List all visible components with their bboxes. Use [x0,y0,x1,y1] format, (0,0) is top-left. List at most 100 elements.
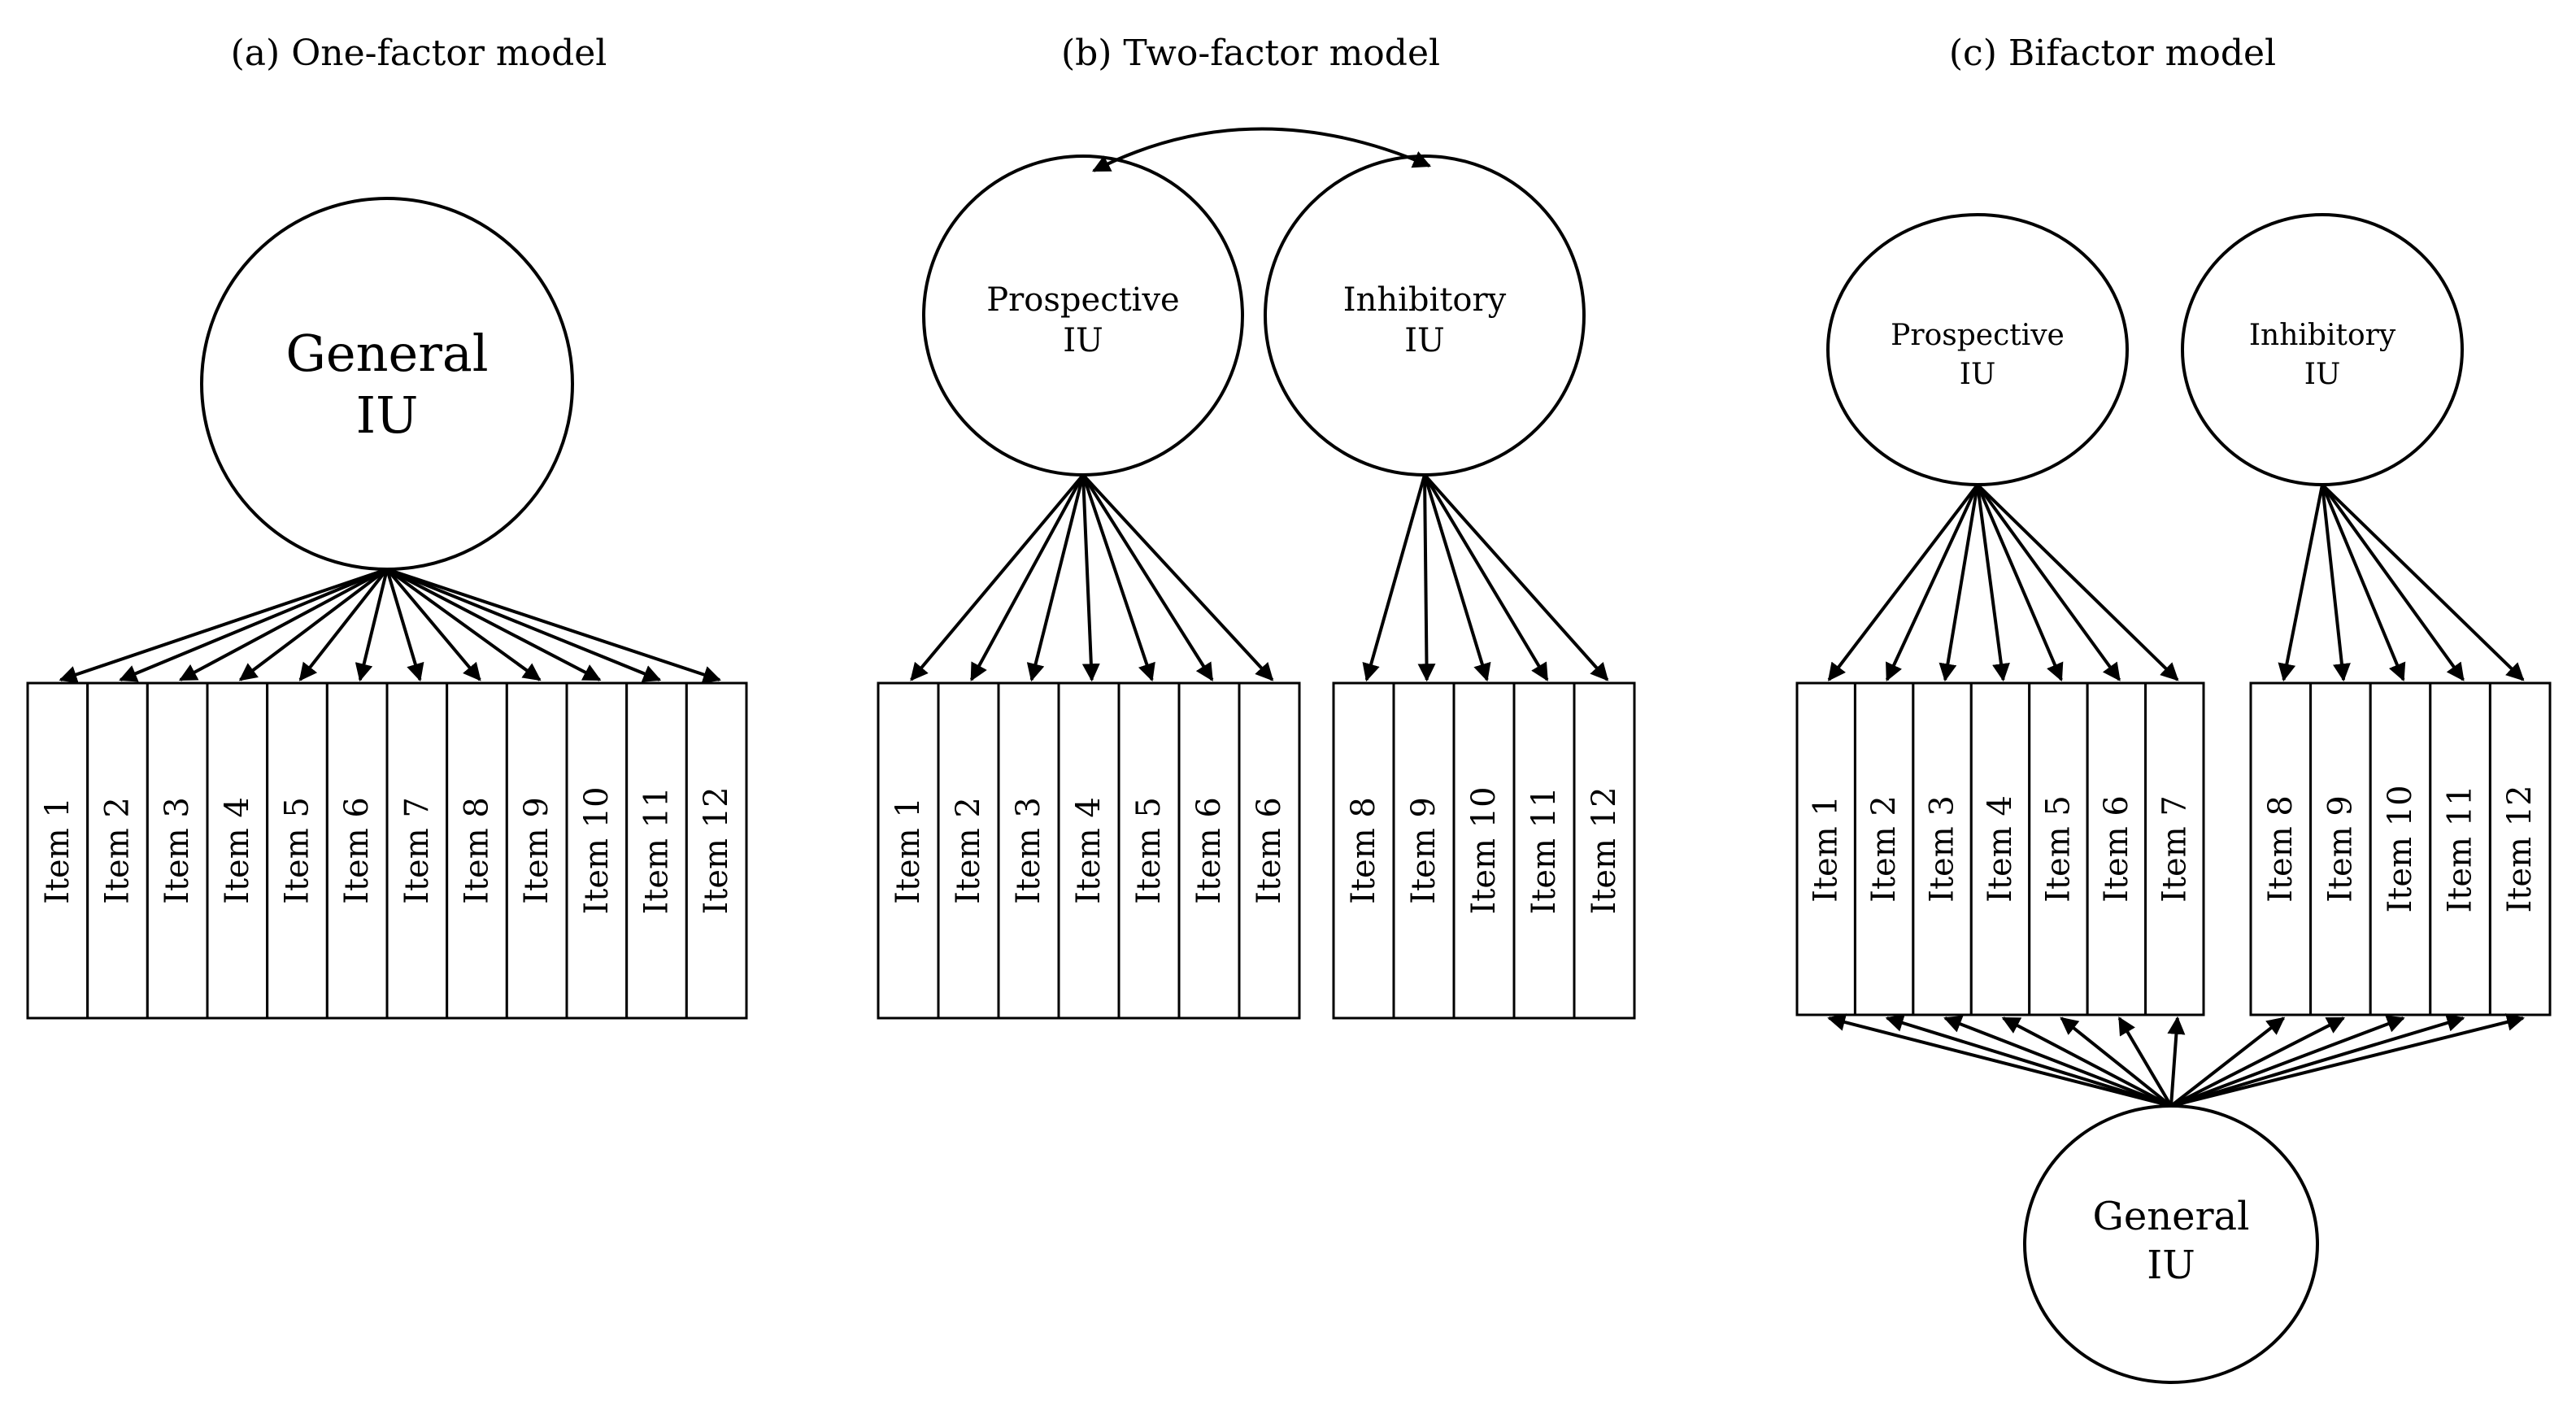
item-label: Item 11 [638,786,676,914]
factor-loading-arrow [386,568,662,682]
factor-loading-arrow [298,568,389,681]
item-label: Item 9 [518,797,555,904]
item-label: Item 9 [1405,797,1442,904]
item-label: Item 1 [890,797,927,904]
factor-loading-arrow [178,568,388,681]
general-loading-arrow [2170,1015,2405,1108]
factor-label-line2: IU [356,385,419,445]
general-loading-arrow [2060,1016,2173,1108]
item-label: Item 12 [2501,785,2539,912]
factor-loading-arrow [386,568,602,681]
factor-label-line1: Prospective [986,281,1179,319]
item-box [2144,681,2205,1016]
general-loading-arrow [2170,1013,2526,1108]
factor-label-line1: General [2093,1194,2250,1239]
item-box [86,681,149,1020]
factor-label-line1: General [285,324,488,383]
item-label: Item 6 [1190,797,1228,904]
item-label: Item 8 [1345,797,1382,904]
factor-loading-arrow [1976,483,2121,681]
factor-loading-arrow [2321,484,2406,682]
item-label: Item 10 [2382,785,2419,912]
item-box [565,681,629,1020]
factor-loading-arrow [1939,484,1979,682]
factor-loading-arrow [1423,474,1491,682]
factor-loading-arrow [910,473,1085,681]
item-box [937,681,1000,1020]
item-label: Item 10 [578,786,616,914]
item-box [505,681,568,1020]
factor-loading-arrow [385,568,542,681]
item-box [446,681,508,1020]
panel-b-prospective-factor: Prospective IU [922,155,1244,477]
general-loading-arrow [1827,1013,2172,1108]
general-loading-arrow [2001,1016,2172,1108]
factor-loading-arrow [119,568,388,682]
item-box [997,681,1060,1020]
factor-label-line1: Inhibitory [2249,319,2396,352]
item-label: Item 5 [2039,795,2077,903]
item-label: Item 4 [1070,797,1107,904]
item-label: Item 2 [950,797,987,904]
item-label: Item 11 [1525,786,1563,914]
item-label: Item 6 [2098,795,2135,903]
item-box [146,681,209,1020]
item-box [1392,681,1456,1020]
loading-arrows-layer [59,473,2526,1108]
factor-label-line2: IU [2147,1243,2195,1288]
item-label: Item 6 [1251,797,1288,904]
panel-a-general-factor: General IU [200,197,574,571]
item-label: Item 2 [99,797,137,904]
panel-c-general-factor: General IU [2023,1104,2319,1384]
factor-loading-arrow [1885,484,1979,681]
panel-c-inhibitory-factor: Inhibitory IU [2181,213,2464,486]
factor-loading-arrow [386,568,721,684]
item-label: Item 10 [1465,786,1503,914]
general-loading-arrow [2170,1014,2465,1108]
factor-loading-arrow [1081,473,1214,681]
factor-label-line2: IU [1404,322,1445,359]
panel-b-inhibitory-factor: Inhibitory IU [1264,155,1586,477]
factor-loading-arrow [1026,474,1085,682]
factor-loading-arrow [1417,474,1436,682]
item-box [877,681,940,1020]
general-loading-arrow [2169,1016,2286,1108]
item-box [1969,681,2031,1016]
item-label: Item 3 [1924,795,1961,903]
factor-loading-arrow [385,568,481,681]
factor-label-line2: IU [2304,358,2341,391]
item-group: Item 8 Item 9 Item 10 Item 11 Item 12 [1332,681,1636,1020]
item-label: Item 11 [2442,785,2479,912]
factor-loading-arrow [238,568,389,681]
factor-loading-arrow [2321,484,2351,682]
items-layer: Item 1 Item 2 Item 3 Item 4 Item 5 Item 6 Item… [26,681,2552,1020]
general-loading-arrow [2170,1016,2346,1108]
factor-loading-arrow [1081,474,1100,682]
item-label: Item 4 [1982,795,2019,903]
item-box [2429,681,2491,1016]
item-box [26,681,89,1020]
item-label: Item 3 [159,797,196,904]
item-label: Item 8 [2262,795,2300,903]
item-box [2249,681,2313,1016]
general-loading-arrow [1943,1015,2172,1108]
factor-loading-arrow [2321,483,2465,681]
item-box [1512,681,1576,1020]
item-box [1332,681,1395,1020]
general-loading-arrow [1885,1014,2172,1108]
factor-loading-arrow [385,568,424,682]
item-box [385,681,449,1020]
panel-a-title: (a) One-factor model [231,33,607,74]
factor-label-line1: Prospective [1891,319,2065,352]
panel-c-title: (c) Bifactor model [1949,33,2276,74]
general-loading-arrow [2167,1016,2186,1107]
factor-loading-arrow [1081,474,1155,682]
factor-loading-arrow [1362,474,1426,682]
factor-loading-arrow [1976,483,2179,681]
factor-label-line2: IU [1960,358,1996,391]
item-label: Item 12 [1586,786,1623,914]
